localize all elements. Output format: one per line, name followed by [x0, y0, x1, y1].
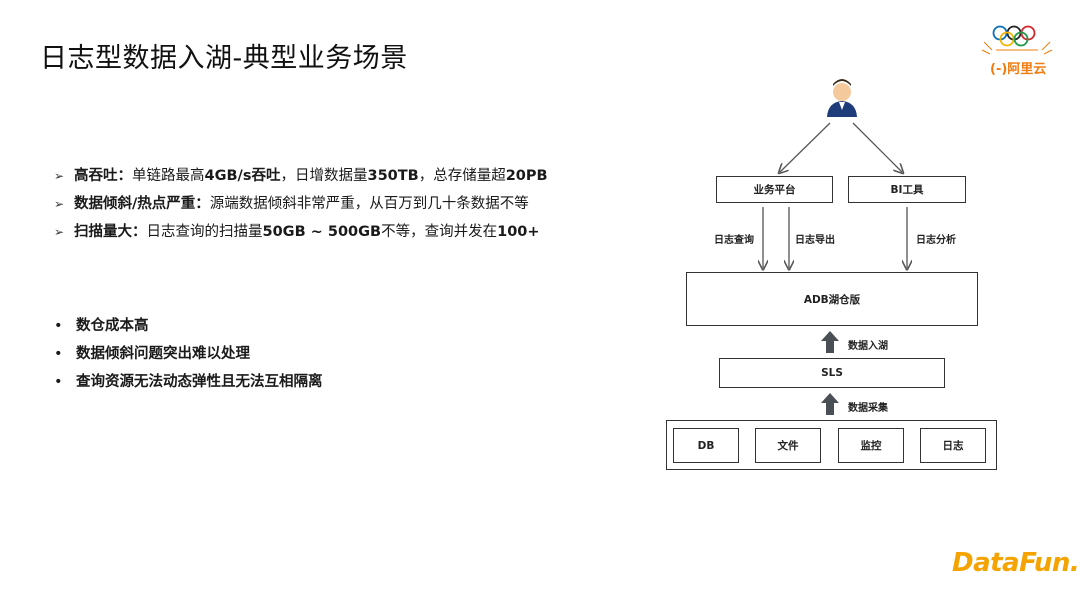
page-title: 日志型数据入湖-典型业务场景 [40, 43, 408, 74]
olympic-rings-logo [981, 25, 1053, 55]
ingest-label: 数据入湖 [848, 341, 888, 352]
challenge-list: ➢高吞吐：单链路最高4GB/s吞吐，日增数据量350TB，总存储量超20PB ➢… [54, 162, 548, 246]
arrow-bullet-icon: ➢ [54, 197, 65, 211]
adb-lakehouse-box: ADB湖仓版 [686, 272, 978, 326]
datafun-logo: DataFun. [952, 548, 1080, 578]
problem-list: •数仓成本高 •数据倾斜问题突出难以处理 •查询资源无法动态弹性且无法互相隔离 [54, 312, 323, 396]
arrow-bullet-icon: ➢ [54, 225, 65, 239]
edge-label-query: 日志查询 [714, 235, 754, 246]
challenge-item: ➢高吞吐：单链路最高4GB/s吞吐，日增数据量350TB，总存储量超20PB [54, 162, 548, 190]
challenge-item: ➢数据倾斜/热点严重：源端数据倾斜非常严重，从百万到几十条数据不等 [54, 190, 548, 218]
challenge-item: ➢扫描量大：日志查询的扫描量50GB ~ 500GB不等，查询并发在100+ [54, 218, 548, 246]
edge-label-export: 日志导出 [795, 235, 835, 246]
bi-tool-box: BI工具 [848, 176, 966, 203]
aliyun-logo-text: (-)阿里云 [990, 62, 1047, 77]
problem-item: •查询资源无法动态弹性且无法互相隔离 [54, 368, 323, 396]
dot-bullet-icon: • [54, 374, 63, 390]
source-log-box: 日志 [920, 428, 986, 463]
collect-label: 数据采集 [848, 403, 888, 414]
business-platform-box: 业务平台 [716, 176, 833, 203]
source-monitor-box: 监控 [838, 428, 904, 463]
arrow-bullet-icon: ➢ [54, 169, 65, 183]
dot-bullet-icon: • [54, 346, 63, 362]
sls-box: SLS [719, 358, 945, 388]
data-sources-container [666, 420, 997, 470]
user-avatar-icon [827, 79, 857, 117]
source-db-box: DB [673, 428, 739, 463]
dot-bullet-icon: • [54, 318, 63, 334]
problem-item: •数仓成本高 [54, 312, 323, 340]
source-file-box: 文件 [755, 428, 821, 463]
edge-label-analysis: 日志分析 [916, 235, 956, 246]
problem-item: •数据倾斜问题突出难以处理 [54, 340, 323, 368]
